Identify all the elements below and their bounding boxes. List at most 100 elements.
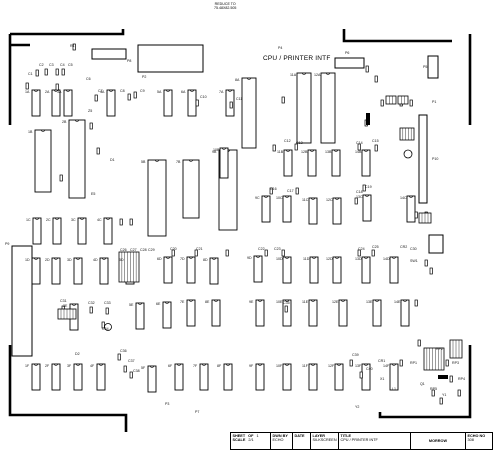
- ref-label-y2: Y2: [355, 405, 359, 409]
- chip-8a: [241, 77, 257, 149]
- part-round-1: [104, 323, 112, 331]
- small-part: [362, 184, 366, 192]
- board-title: CPU / PRINTER INTF: [263, 55, 331, 62]
- chip-label-11c: 11C: [302, 198, 309, 202]
- chip-label-11a: 11A: [290, 73, 297, 77]
- chip-label-2f: 2F: [45, 364, 50, 368]
- small-part: [225, 249, 229, 257]
- chip-8e: [211, 299, 221, 327]
- small-part: [445, 359, 449, 367]
- ref-label-l1: L1: [392, 387, 396, 391]
- ref-label-z5: Z5: [88, 109, 92, 113]
- connector-label-p4: P4: [278, 46, 282, 50]
- ref-label-e5: E5: [91, 192, 95, 196]
- small-part: [349, 359, 353, 367]
- small-part: [281, 249, 285, 257]
- layer-label: LAYER: [312, 434, 326, 438]
- dip-switch-3: [423, 347, 445, 371]
- ref-label-c36: C36: [120, 349, 127, 353]
- chip-label-14d: 14D: [383, 257, 390, 261]
- pack-y1: [385, 95, 397, 105]
- ref-label-c35: C35: [283, 301, 290, 305]
- chip-4c: [103, 217, 113, 245]
- ref-label-c12: C12: [284, 139, 291, 143]
- ref-label-c4: C4: [60, 63, 65, 67]
- ref-label-c21: C21: [196, 247, 203, 251]
- chip-label-10d: 10D: [276, 257, 283, 261]
- chip-label-8a: 8A: [235, 78, 240, 82]
- drawn-by-label: DWN BY: [272, 434, 288, 438]
- sip-pack: [118, 251, 140, 283]
- chip-label-5d: 5D: [119, 258, 124, 262]
- chip-label-5e: 5E: [129, 303, 134, 307]
- chip-label-13d: 13D: [355, 257, 362, 261]
- chip-4d: [99, 257, 109, 285]
- small-part: [89, 306, 93, 314]
- chip-label-11d: 11D: [303, 257, 310, 261]
- layer-value: SILKSCREEN: [312, 438, 337, 443]
- ref-label-c6: C6: [86, 77, 91, 81]
- ref-label-c29: C29: [148, 248, 155, 252]
- small-part: [25, 82, 29, 90]
- chip-9c: [261, 195, 271, 223]
- small-part: [374, 75, 378, 83]
- chip-1c: [32, 217, 42, 245]
- small-part: [55, 68, 59, 76]
- small-part: [449, 375, 453, 383]
- chip-14c: [406, 195, 416, 223]
- connector-p5-body: [427, 55, 439, 79]
- chip-label-12d: 12D: [326, 257, 333, 261]
- small-part: [129, 218, 133, 226]
- chip-label-1a: 1A: [25, 90, 30, 94]
- chip-label-13f: 13F: [355, 364, 362, 368]
- small-part: [44, 68, 48, 76]
- connector-label-p2: P2: [142, 75, 146, 79]
- small-part: [281, 96, 285, 104]
- transistor-q1: [403, 149, 413, 159]
- chip-label-13b: 13B: [325, 150, 332, 154]
- ref-label-c39: C39: [352, 353, 359, 357]
- ref-label-cr1: CR1: [378, 359, 385, 363]
- chip-5e: [135, 302, 145, 330]
- chip-label-8f: 8F: [217, 364, 222, 368]
- ref-label-c24: C24: [358, 247, 365, 251]
- small-part: [194, 249, 198, 257]
- chip-label-4f: 4F: [90, 364, 95, 368]
- connector-label-p9: P9: [5, 242, 9, 246]
- small-part: [59, 174, 63, 182]
- chip-6e: [162, 301, 172, 329]
- company-name: MORROW: [428, 438, 448, 443]
- ref-label-sw1: SW1: [410, 259, 418, 263]
- ref-label-c37: C37: [128, 359, 135, 363]
- title-block-echo-no: ECHO NO 308: [466, 433, 491, 449]
- ref-label-c2: C2: [39, 63, 44, 67]
- ref-label-c19: C19: [365, 185, 372, 189]
- chip-label-3c: 3C: [71, 218, 76, 222]
- board-outline-marks: [8, 29, 472, 432]
- chip-13b: [331, 149, 341, 177]
- small-part: [294, 143, 298, 151]
- chip-10d: [282, 256, 292, 284]
- scale-label: SCALE: [232, 438, 246, 443]
- ref-label-c9: C9: [140, 89, 145, 93]
- chip-label-3e: 3E: [63, 304, 68, 308]
- title-block-sheet: SHEET OF 1 SCALE 2/1: [231, 433, 271, 449]
- small-part: [55, 83, 59, 91]
- chip-label-12a: 12A: [314, 73, 321, 77]
- small-part: [101, 321, 105, 329]
- drawn-by-value: ECHO: [272, 438, 284, 443]
- chip-7b: [182, 159, 200, 219]
- chip-label-10b: 10B: [213, 148, 220, 152]
- reduce-note: REDUCE TO 75.48X82.505: [214, 2, 236, 10]
- chip-10c: [282, 195, 292, 223]
- of-label: OF: [248, 434, 254, 438]
- ref-label-c17: C17: [287, 189, 294, 193]
- ref-label-rp3: RP3: [452, 361, 459, 365]
- chip-label-10f: 10F: [276, 364, 283, 368]
- chip-label-6e: 6E: [156, 302, 161, 306]
- small-part: [374, 144, 378, 152]
- chip-7d: [186, 256, 196, 284]
- ref-label-c32: C32: [88, 301, 95, 305]
- chip-5a: [163, 89, 173, 117]
- chip-label-11e: 11E: [302, 300, 309, 304]
